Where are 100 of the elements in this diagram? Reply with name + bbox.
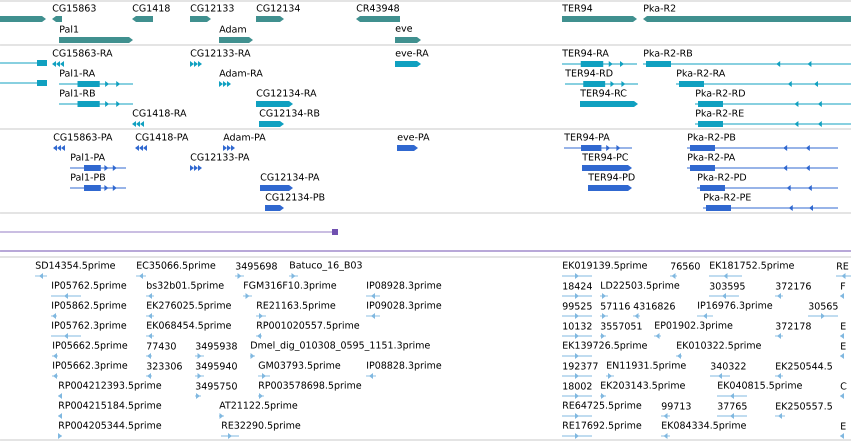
feature-label: EK084334.5prime — [662, 421, 746, 431]
feature-label: CG12134 — [256, 4, 300, 12]
feature-label: 3495750 — [196, 382, 237, 390]
feature-label: 18002 — [563, 382, 592, 390]
feature-label: RP004212393.5prime — [59, 381, 162, 391]
feature-label: 3495698 — [236, 262, 277, 270]
feature-label: EK139726.5prime — [563, 341, 647, 351]
feature-label: Pka-R2-RE — [696, 109, 744, 117]
feature-label: 10132 — [563, 322, 592, 330]
feature-label: CG12134-RB — [260, 109, 320, 117]
feature-label: TER94-RC — [580, 89, 626, 97]
feature-label: Pka-R2-PD — [698, 173, 746, 181]
feature-label: RP004215184.5prime — [59, 401, 162, 411]
feature-label: EK010322.5prime — [677, 341, 761, 351]
feature-label: Pka-R2-RD — [696, 89, 745, 97]
feature-label: eve-PA — [398, 133, 430, 141]
feature-label: EK019139.5prime — [563, 261, 647, 271]
feature-label: EK203143.5prime — [601, 381, 685, 391]
feature-label: 37765 — [718, 402, 747, 410]
feature-label: 99525 — [562, 302, 592, 310]
feature-label: Pal1-PB — [71, 173, 106, 181]
feature-label: EK276025.5prime — [147, 301, 231, 311]
feature-label: Adam — [219, 25, 246, 33]
feature-label: 192377 — [563, 362, 598, 370]
feature-label: CG15863 — [52, 4, 96, 12]
feature-label: IP05862.5prime — [52, 301, 126, 311]
feature-label: EP01902.3prime — [655, 321, 732, 331]
feature-label: Pal1-PA — [71, 153, 105, 161]
feature-label: RE17692.5prime — [563, 421, 642, 431]
feature-label: eve — [396, 26, 412, 32]
feature-label: 3557051 — [600, 322, 642, 330]
feature-label: Pka-R2-PA — [688, 153, 736, 161]
feature-label: 77430 — [147, 342, 176, 350]
feature-label: CG12133-RA — [190, 49, 250, 57]
feature-label: CR43948 — [356, 4, 399, 12]
feature-label: RE — [837, 262, 848, 270]
feature-label: RP003578698.5prime — [259, 381, 362, 391]
feature-label: E — [841, 422, 846, 430]
feature-label: 323306 — [146, 362, 182, 370]
feature-label: Pal1-RB — [60, 89, 95, 97]
feature-label: F — [841, 282, 846, 290]
feature-label: Pka-R2-PE — [704, 193, 751, 201]
feature-label: EK181752.5prime — [710, 261, 794, 271]
feature-label: 303595 — [710, 282, 745, 290]
feature-label: 18424 — [563, 282, 592, 290]
feature-label: CG1418-PA — [136, 133, 188, 141]
feature-label: 76560 — [670, 262, 700, 270]
feature-label: Pka-R2-RB — [644, 49, 692, 57]
feature-label: Pal1-RA — [60, 69, 96, 77]
feature-label: IP05762.5prime — [52, 281, 126, 291]
feature-label: Pal1 — [60, 25, 78, 33]
feature-label: IP08828.3prime — [367, 361, 442, 371]
feature-label: CG12134-PA — [260, 173, 320, 181]
feature-label: IP05662.3prime — [53, 361, 128, 371]
feature-label: TER94-PA — [564, 133, 610, 141]
feature-label: CG1418 — [132, 4, 170, 12]
feature-label: 3495940 — [196, 362, 237, 370]
feature-label: eve-RA — [396, 49, 429, 57]
feature-label: CG1418-RA — [132, 109, 186, 117]
feature-label: IP05762.3prime — [52, 321, 126, 331]
feature-label: RE64725.5prime — [563, 401, 642, 411]
feature-label: Adam-PA — [223, 133, 266, 141]
feature-label: E — [841, 322, 846, 330]
feature-label: CG12133-PA — [190, 153, 250, 161]
feature-label: 99713 — [662, 402, 691, 410]
feature-label: SD14354.5prime — [36, 261, 115, 271]
feature-label: IP16976.3prime — [698, 301, 772, 311]
feature-label: RP001020557.5prime — [257, 321, 360, 331]
feature-label: IP09028.3prime — [367, 301, 442, 311]
feature-label: EC35066.5prime — [137, 261, 216, 271]
feature-label: 372176 — [776, 282, 811, 290]
feature-label: Dmel_dig_010308_0595_1151.3prime — [251, 341, 430, 351]
feature-label: C — [840, 382, 846, 390]
feature-label: 4316826 — [634, 302, 675, 310]
feature-label: TER94-RD — [565, 69, 612, 77]
feature-label: 3495938 — [196, 342, 237, 350]
feature-label: FGM316F10.3prime — [244, 281, 336, 291]
feature-label: Adam-RA — [219, 69, 263, 77]
feature-label: E — [841, 342, 846, 350]
feature-label: bs32b01.5prime — [147, 281, 224, 291]
feature-label: Pka-R2-PB — [688, 133, 736, 141]
feature-label: RP004205344.5prime — [59, 421, 162, 431]
feature-label: Batuco_16_B03 — [290, 261, 362, 271]
feature-label: Pka-R2 — [644, 4, 676, 12]
feature-label: TER94 — [562, 4, 592, 12]
feature-label: 30565 — [808, 302, 838, 310]
feature-label: 57116 — [600, 302, 630, 310]
feature-label: EN11931.5prime — [607, 361, 686, 371]
feature-label: CG12134-RA — [256, 89, 316, 97]
feature-label: TER94-PD — [588, 173, 635, 181]
feature-label: Pka-R2-RA — [677, 69, 726, 77]
feature-label: TER94-PC — [582, 153, 628, 161]
feature-label: EK040815.5prime — [718, 381, 802, 391]
feature-label: CG15863-PA — [54, 133, 112, 141]
feature-label: EK068454.5prime — [147, 321, 231, 331]
feature-label: AT21122.5prime — [219, 401, 298, 411]
feature-label: IP08928.3prime — [367, 281, 442, 291]
feature-label: RE21163.5prime — [257, 301, 336, 311]
feature-label: EK250544.5 — [776, 362, 832, 370]
feature-label: TER94-RA — [562, 49, 609, 57]
